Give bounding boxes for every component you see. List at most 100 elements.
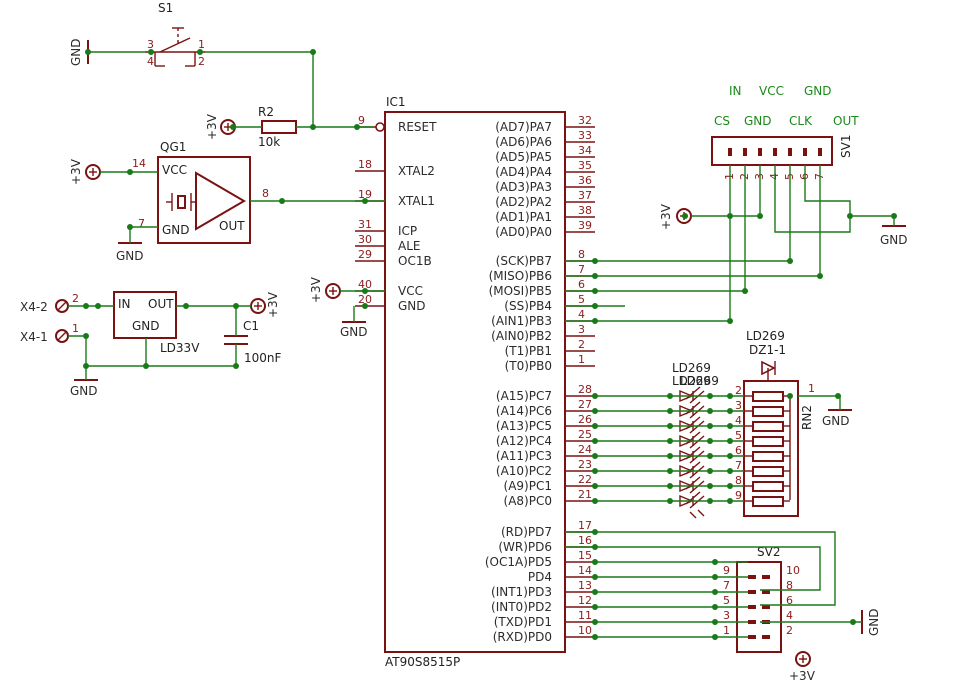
ic1-right-pin-name: (TXD)PD1 (494, 615, 552, 629)
ic1-left-pin-num: 9 (358, 114, 365, 127)
ic1-left-pin-name: ALE (398, 239, 420, 253)
c1-ref: C1 (243, 319, 259, 333)
gnd-x4-label: GND (70, 384, 98, 398)
ic1-value: AT90S8515P (385, 655, 460, 669)
dz1-value: LD269 (746, 329, 785, 343)
ic1-right-pin-num: 23 (578, 458, 592, 471)
ic1-right-pin-num: 6 (578, 278, 585, 291)
ic1-right-pin-name: (OC1A)PD5 (485, 555, 552, 569)
ic1-right-pin-name: (T0)PB0 (505, 359, 552, 373)
rn2-pin-num: 8 (735, 474, 742, 487)
led-label-2: LD269 (672, 374, 711, 388)
ic1-right-pin-name: (A10)PC2 (496, 464, 552, 478)
sv2-right-pin: 4 (786, 609, 793, 622)
sv2-right-pin: 8 (786, 579, 793, 592)
rn2-pin-num: 7 (735, 459, 742, 472)
qg1-body (157, 156, 251, 244)
rn2-ref: RN2 (800, 405, 814, 430)
sv1-top-gnd: GND (804, 84, 832, 98)
plus3v-reg-label: +3V (266, 291, 280, 318)
ic1-right-pin-num: 33 (578, 129, 592, 142)
ic1-right-pin-name: (A14)PC6 (496, 404, 552, 418)
ic1-right-pin-name: (RXD)PD0 (493, 630, 552, 644)
x41-pin: 1 (72, 322, 79, 335)
sv1-gnd: GND (744, 114, 772, 128)
ic1-right-pin-name: (WR)PD6 (498, 540, 552, 554)
ic1-right-pin-num: 13 (578, 579, 592, 592)
ic1-right-pin-name: (AD4)PA4 (495, 165, 552, 179)
gnd-qg1-label: GND (116, 249, 144, 263)
ic1-right-pin-num: 16 (578, 534, 592, 547)
rn2-resistor (752, 436, 784, 447)
ic1-right-pin-num: 2 (578, 338, 585, 351)
rn2-resistor (752, 481, 784, 492)
plus3v-r2-label: +3V (205, 113, 219, 140)
s1-pin4: 4 (147, 55, 154, 68)
sv1-clk: CLK (789, 114, 813, 128)
ic1-right-pin-num: 36 (578, 174, 592, 187)
ic1-right-pin-num: 21 (578, 488, 592, 501)
ic1-right-pin-name: (AD6)PA6 (495, 135, 552, 149)
ic1-right-pin-num: 28 (578, 383, 592, 396)
connector-x4: X4-2 X4-1 2 1 (20, 292, 79, 344)
gnd-sv1-label: GND (880, 233, 908, 247)
plus3v-reg: +3V (250, 291, 280, 318)
rn2-pin-num: 3 (735, 399, 742, 412)
r2-ref: R2 (258, 105, 274, 119)
sv1-out: OUT (833, 114, 859, 128)
sv2-left-pin: 9 (723, 564, 730, 577)
sv1-pin (758, 148, 762, 156)
led-label-1: LD269 (672, 361, 711, 375)
rn2-resistor (752, 451, 784, 462)
ic1-left-pin-name: RESET (398, 120, 437, 134)
gnd-qg1: GND (116, 242, 144, 263)
sv2-left-pin: 7 (723, 579, 730, 592)
gnd-ic: GND (340, 321, 368, 339)
sv1-ref: SV1 (839, 135, 853, 158)
ic1-right-pins: 32(AD7)PA733(AD6)PA634(AD5)PA535(AD4)PA4… (485, 114, 595, 644)
ic1-right-pin-name: (AD2)PA2 (495, 195, 552, 209)
gnd-x4: GND (70, 379, 98, 398)
resistor-r2: R2 10k (258, 105, 297, 149)
ic1-right-pin-name: (AD0)PA0 (495, 225, 552, 239)
ic1-right-pin-name: (MOSI)PB5 (489, 284, 552, 298)
ic1-right-pin-name: (A8)PC0 (504, 494, 552, 508)
regulator: IN OUT GND LD33V (113, 291, 200, 355)
gnd-sv1: GND (880, 225, 908, 247)
qg1-pin14: 14 (132, 157, 146, 170)
x41-label: X4-1 (20, 330, 48, 344)
ic1-right-pin-name: (T1)PB1 (505, 344, 552, 358)
ic1-right-pin-num: 34 (578, 144, 592, 157)
gnd-rn2: GND (822, 409, 852, 428)
reg-in: IN (118, 297, 131, 311)
plus3v-ic-label: +3V (309, 276, 323, 303)
plus3v-qg1-label: +3V (69, 158, 83, 185)
capacitor-c1: C1 100nF (224, 319, 282, 365)
ic1-right-pin-num: 15 (578, 549, 592, 562)
ic1-right-pin-name: (A15)PC7 (496, 389, 552, 403)
gnd-sv2-label: GND (867, 608, 881, 636)
ic1-left-pin-name: XTAL2 (398, 164, 435, 178)
gnd-sv2: GND (861, 608, 881, 636)
r2-body (261, 120, 297, 134)
ic1-left-pin-name: GND (398, 299, 426, 313)
sv1-pin (788, 148, 792, 156)
ic1-ref: IC1 (386, 95, 406, 109)
qg1-pin8: 8 (262, 187, 269, 200)
ic1-right-pin-num: 26 (578, 413, 592, 426)
oscillator-qg1: QG1 VCC GND OUT 14 7 8 (132, 140, 269, 244)
sv2-right-pin: 10 (786, 564, 800, 577)
s1-pin3: 3 (147, 38, 154, 51)
rn2-pin1: 1 (808, 382, 815, 395)
ic1-right-pin-num: 32 (578, 114, 592, 127)
reg-value: LD33V (160, 341, 200, 355)
sv1-pin (803, 148, 807, 156)
led-label-3: LD269 (680, 374, 719, 388)
plus3v-sv2: +3V (789, 651, 816, 683)
r2-value: 10k (258, 135, 280, 149)
ic1-right-pin-num: 4 (578, 308, 585, 321)
rn2-resistor (752, 406, 784, 417)
gnd-ic-label: GND (340, 325, 368, 339)
